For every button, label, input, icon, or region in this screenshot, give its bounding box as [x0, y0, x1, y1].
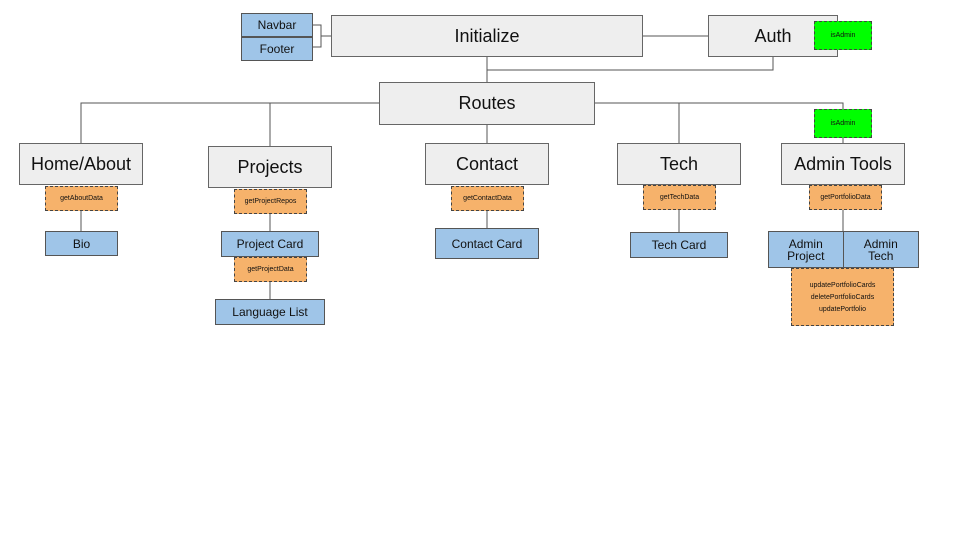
get-about-data-call: getAboutData — [45, 186, 118, 211]
tech-node: Tech — [617, 143, 741, 185]
auth-routes-connector — [487, 57, 774, 71]
contact-card-node: Contact Card — [435, 228, 539, 259]
contact-node: Contact — [425, 143, 549, 185]
projects-node: Projects — [208, 146, 332, 188]
navbar-footer-connector — [313, 24, 331, 48]
auth-role-check: isAdmin — [814, 21, 872, 50]
admin-actions-call-group: updatePortfolioCards deletePortfolioCard… — [791, 268, 894, 326]
routes-bus-right — [595, 102, 844, 109]
admin-action-item: updatePortfolioCards — [809, 281, 876, 289]
admin-action-item: updatePortfolio — [818, 305, 867, 313]
language-list-node: Language List — [215, 299, 325, 325]
navbar-node: Navbar — [241, 13, 313, 37]
get-tech-data-call: getTechData — [643, 185, 716, 210]
get-portfolio-data-call: getPortfolioData — [809, 185, 882, 210]
get-project-data-call: getProjectData — [234, 257, 307, 282]
admin-action-item: deletePortfolioCards — [810, 293, 875, 301]
footer-node: Footer — [241, 37, 313, 61]
admin-tech-label-line1: Admin — [863, 236, 898, 251]
get-project-repos-call: getProjectRepos — [234, 189, 307, 214]
admin-project-node: Admin Project — [769, 232, 844, 267]
home-about-node: Home/About — [19, 143, 143, 185]
initialize-node: Initialize — [331, 15, 643, 57]
admin-tools-node: Admin Tools — [781, 143, 905, 185]
admin-project-label-line2: Project — [787, 248, 825, 263]
routes-node: Routes — [379, 82, 595, 125]
bio-node: Bio — [45, 231, 118, 256]
get-contact-data-call: getContactData — [451, 186, 524, 211]
admin-tech-label-line2: Tech — [868, 248, 894, 263]
admin-tech-node: Admin Tech — [844, 232, 919, 267]
admin-role-check: isAdmin — [814, 109, 872, 138]
routes-bus-left — [80, 102, 379, 143]
tech-card-node: Tech Card — [630, 232, 728, 258]
admin-subcomponents-group: Admin Project Admin Tech — [768, 231, 919, 268]
project-card-node: Project Card — [221, 231, 319, 257]
admin-project-label-line1: Admin — [788, 236, 823, 251]
auth-label: Auth — [754, 25, 792, 46]
